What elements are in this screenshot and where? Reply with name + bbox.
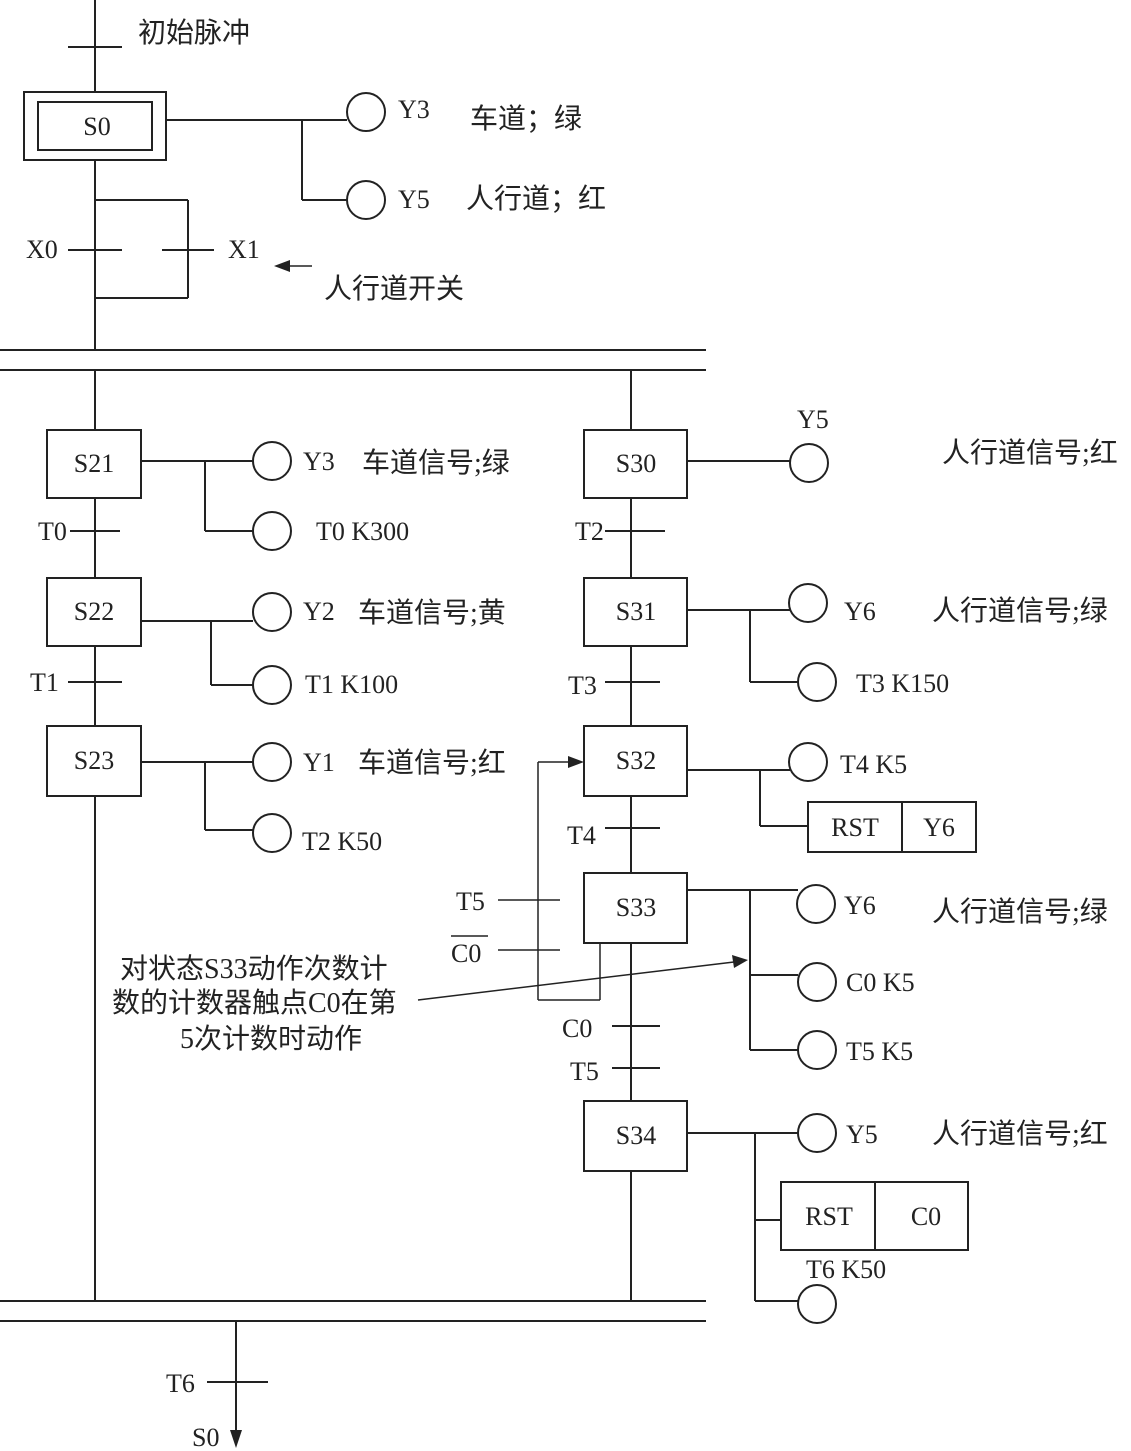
transition-t0-label: T0 [38,517,67,546]
rst-box-s32 [807,801,977,853]
loop-contact-t5-label: T5 [456,887,485,916]
coil-s0-y5-desc: 人行道；红 [466,183,606,215]
coil-s33-t5-label: T5 K5 [846,1037,913,1066]
step-s0-inner [37,101,153,151]
coil-s34-t6-label: T6 K50 [806,1255,886,1284]
counter-annotation-line3: 5次计数时动作 [180,1023,362,1055]
branch-vehicle: S21 Y3 车道信号;绿 T0 K300 T0 S22 Y2 车道信号;黄 T… [30,370,510,1301]
loop-arrow [568,756,584,768]
coil-s31-t3-label: T3 K150 [856,669,949,698]
coil-s0-y3 [346,92,386,132]
coil-s31-t3 [797,662,837,702]
coil-s22-y2 [252,592,292,632]
coil-s34-y5-label: Y5 [846,1120,878,1149]
step-s31 [583,577,688,647]
coil-s33-y6 [796,884,836,924]
coil-s33-t5 [797,1030,837,1070]
step-s22-label: S22 [74,597,114,626]
coil-s33-c0 [797,962,837,1002]
loop-contact-c0-bar-label: C0 [451,939,481,968]
rst-s32-target: Y6 [923,813,955,842]
coil-s33-y6-desc: 人行道信号;绿 [932,896,1108,928]
coil-s22-t1 [252,665,292,705]
coil-s23-y1-desc: 车道信号;红 [358,747,506,779]
step-s33 [583,872,688,944]
transition-t1-label: T1 [30,668,59,697]
jump-arrow [230,1430,242,1448]
coil-s31-y6-desc: 人行道信号;绿 [932,595,1108,627]
coil-s21-t0-label: T0 K300 [316,517,409,546]
coil-s22-y2-label: Y2 [303,597,335,626]
counter-annotation-line1: 对状态S33动作次数计 [120,953,388,985]
coil-s31-y6-label: Y6 [844,597,876,626]
transition-t5-label: T5 [570,1057,599,1086]
transition-t2-label: T2 [575,517,604,546]
initial-section: 初始脉冲 S0 Y3 车道；绿 Y5 人行道；红 X0 X1 人行道开关 [23,0,606,350]
coil-s0-y5 [346,180,386,220]
coil-s23-y1-label: Y1 [303,748,335,777]
coil-s23-t2 [252,813,292,853]
rst-s34-target: C0 [911,1202,941,1231]
coil-s32-t4 [788,742,828,782]
coil-s21-y3-desc: 车道信号;绿 [362,447,510,479]
coil-s21-y3 [252,441,292,481]
coil-s30-y5-label: Y5 [797,405,829,434]
step-s33-label: S33 [616,893,656,922]
step-s0-label: S0 [83,112,110,141]
coil-s22-y2-desc: 车道信号;黄 [358,597,506,629]
rst-s32-label: RST [831,813,879,842]
step-s21-label: S21 [74,449,114,478]
coil-s22-t1-label: T1 K100 [305,670,398,699]
coil-s0-y5-label: Y5 [398,185,430,214]
coil-s32-t4-label: T4 K5 [840,750,907,779]
initial-pulse-label: 初始脉冲 [138,17,250,49]
step-s22 [46,577,142,647]
coil-s31-y6 [788,583,828,623]
coil-s0-y3-label: Y3 [398,95,430,124]
step-s34-label: S34 [616,1121,656,1150]
coil-s33-c0-label: C0 K5 [846,968,915,997]
counter-annotation-line2: 数的计数器触点C0在第 [112,987,397,1019]
switch-annotation: 人行道开关 [324,273,464,305]
step-s21 [46,429,142,499]
transition-c0-label: C0 [562,1014,592,1043]
coil-s21-t0 [252,511,292,551]
coil-s0-y3-desc: 车道；绿 [470,103,582,135]
coil-s33-y6-label: Y6 [844,891,876,920]
coil-s34-y5-desc: 人行道信号;红 [932,1118,1108,1150]
transition-t3-label: T3 [568,671,597,700]
step-s32 [583,725,688,797]
transition-t6-label: T6 [166,1369,195,1398]
step-s30 [583,429,688,499]
step-s30-label: S30 [616,449,656,478]
step-s31-label: S31 [616,597,656,626]
coil-s34-t6 [797,1284,837,1324]
coil-s23-y1 [252,742,292,782]
step-s32-label: S32 [616,746,656,775]
transition-t4-label: T4 [567,821,596,850]
exit-section: T6 S0 [166,1321,268,1451]
contact-x1-label: X1 [228,235,260,264]
step-s34 [583,1100,688,1172]
coil-s34-y5 [797,1113,837,1153]
branch-pedestrian: S30 Y5 人行道信号;红 T2 S31 Y6 人行道信号;绿 T3 K150… [112,370,1118,1324]
step-s23-label: S23 [74,746,114,775]
coil-s21-y3-label: Y3 [303,447,335,476]
coil-s30-y5-desc: 人行道信号;红 [942,437,1118,469]
contact-x0-label: X0 [26,235,58,264]
jump-target-label: S0 [192,1423,219,1451]
annotation-arrow [417,961,735,1001]
coil-s30-y5 [789,443,829,483]
rst-s34-label: RST [805,1202,853,1231]
coil-s23-t2-label: T2 K50 [302,827,382,856]
